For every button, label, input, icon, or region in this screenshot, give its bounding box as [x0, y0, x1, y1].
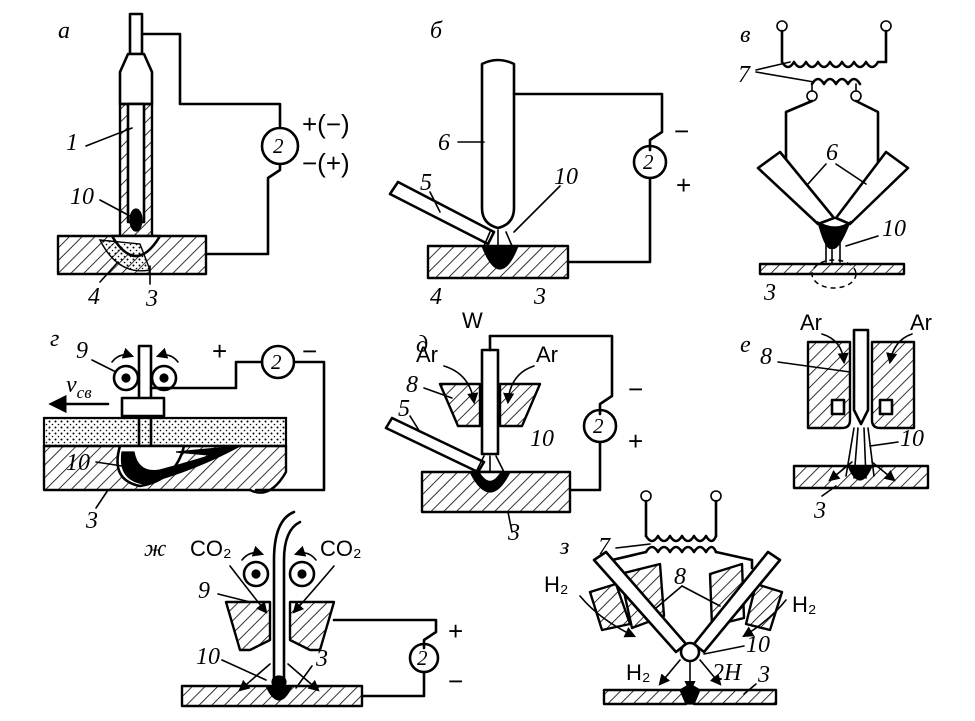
gas-right-label: Ar: [536, 342, 558, 367]
electrodes-label: 6: [826, 140, 838, 166]
atomic-hydrogen-label: 2H: [712, 660, 743, 686]
polarity-left: +: [212, 336, 227, 366]
polarity-bottom: +: [676, 170, 691, 200]
panel-zh: ж CO₂ CO₂ 2 + − 9 10: [144, 510, 463, 708]
gas-left-label: CO₂: [190, 536, 232, 561]
tungsten-label: W: [462, 308, 483, 333]
panel-letter: б: [430, 18, 443, 44]
rollers-label: 9: [76, 338, 88, 364]
gas-right-label: CO₂: [320, 536, 362, 561]
panel-letter: в: [740, 22, 750, 48]
panel-d: д W Ar Ar 2 − + 8 5 10 3: [384, 308, 643, 546]
arc-label: 10: [882, 216, 906, 242]
arc-label: 10: [746, 632, 770, 658]
panel-letter: г: [50, 326, 59, 352]
arc-label: 10: [70, 184, 94, 210]
source-label: 2: [593, 414, 604, 438]
panel-v: в 7 6 10 3: [738, 20, 910, 306]
panel-e: е Ar Ar 8 10 3: [740, 310, 932, 524]
polarity-bottom: −(+): [302, 148, 350, 178]
pool-label: 4: [430, 284, 442, 310]
work-label: 3: [757, 662, 770, 688]
work-label: 3: [813, 498, 826, 524]
arc-label: 10: [196, 644, 220, 670]
panel-letter: д: [416, 332, 428, 358]
arc-label: 10: [554, 164, 578, 190]
work-label: 3: [315, 646, 328, 672]
arc-label: 10: [900, 426, 924, 452]
rod-label: 5: [420, 170, 432, 196]
transformer-label: 7: [598, 534, 611, 560]
panel-letter: е: [740, 332, 751, 358]
polarity-top: −: [628, 374, 643, 404]
work-label: 3: [145, 286, 158, 312]
panel-letter: ж: [144, 536, 166, 562]
source-label: 2: [271, 350, 282, 374]
panel-b: б 2 − + 6 5 10 4 3: [388, 18, 691, 310]
polarity-top: +: [448, 616, 463, 646]
gas-left-label: H₂: [544, 572, 568, 597]
speed-label: vсв: [66, 372, 92, 402]
pool-label: 4: [88, 284, 100, 310]
work-label: 3: [533, 284, 546, 310]
source-label: 2: [643, 150, 654, 174]
nozzles-label: 8: [674, 564, 686, 590]
source-label: 2: [273, 134, 284, 158]
electrode-label: 6: [438, 130, 450, 156]
polarity-top: −: [674, 116, 689, 146]
gas-right-label: H₂: [792, 592, 816, 617]
rollers-label: 9: [198, 578, 210, 604]
polarity-bottom: −: [448, 666, 463, 696]
polarity-bottom: +: [628, 426, 643, 456]
gas-left-label: Ar: [416, 342, 438, 367]
panel-letter: а: [58, 18, 70, 44]
arc-label: 10: [66, 450, 90, 476]
transformer-label: 7: [738, 62, 751, 88]
nozzle-label: 8: [406, 372, 418, 398]
electrode-label: 1: [66, 130, 78, 156]
panel-a: а 2 +(−) −(+) 1 10 4 3: [56, 12, 350, 312]
panel-g: г vсв 2 + − 9 10 3: [42, 326, 326, 534]
panel-letter: з: [559, 534, 569, 560]
nozzle-label: 8: [760, 344, 772, 370]
polarity-right: −: [302, 336, 317, 366]
work-label: 3: [763, 280, 776, 306]
gas-out-label: H₂: [626, 660, 650, 685]
gas-left-label: Ar: [800, 310, 822, 335]
arc-label: 10: [530, 426, 554, 452]
rod-label: 5: [398, 396, 410, 422]
source-label: 2: [417, 646, 428, 670]
panel-z: з 7 H₂ 8 H₂: [544, 490, 816, 706]
gas-right-label: Ar: [910, 310, 932, 335]
work-label: 3: [85, 508, 98, 534]
work-label: 3: [507, 520, 520, 546]
polarity-top: +(−): [302, 109, 350, 139]
